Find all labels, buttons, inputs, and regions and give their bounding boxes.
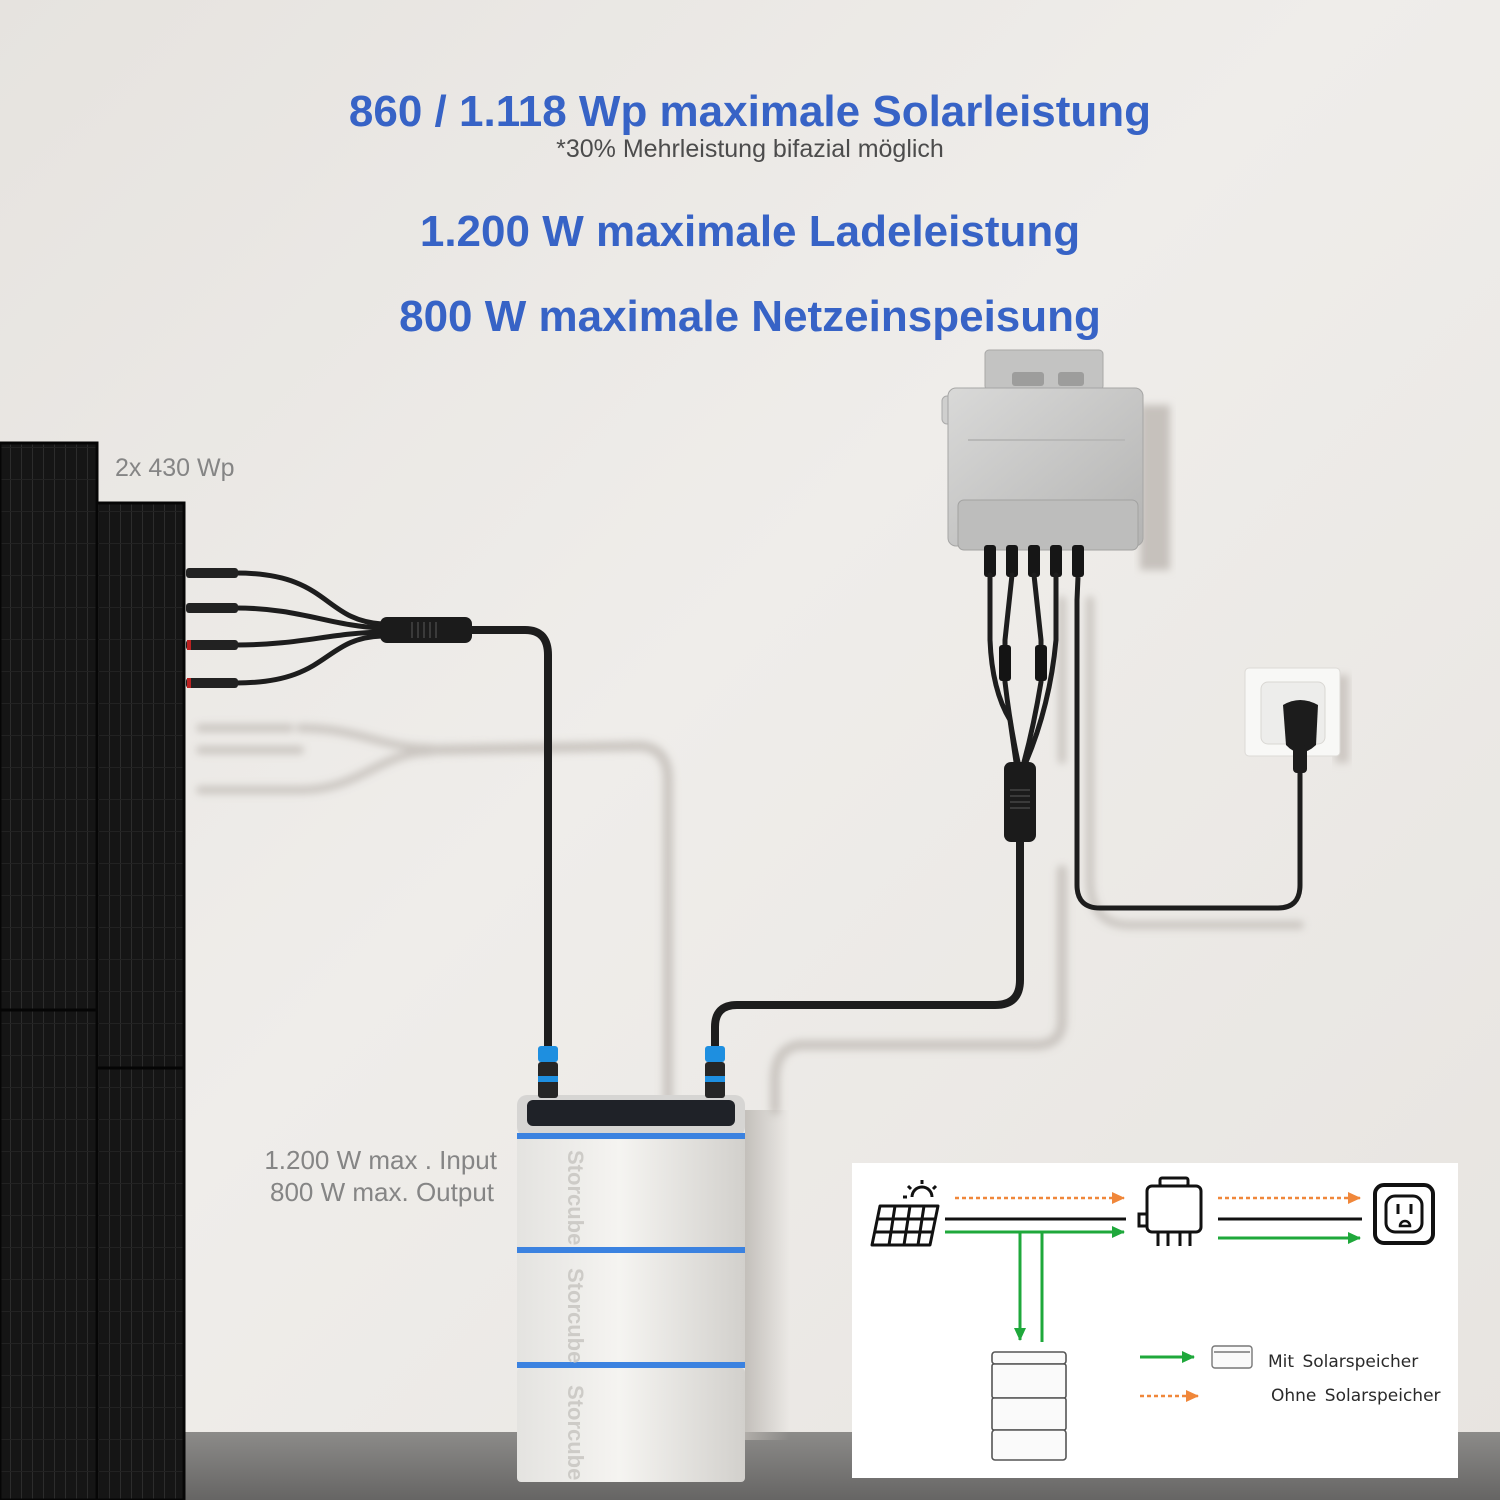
micro-inverter bbox=[941, 349, 1144, 577]
panel-connector bbox=[186, 603, 238, 613]
outlet-icon bbox=[1373, 1183, 1435, 1245]
panel-connector bbox=[186, 568, 238, 578]
legend-with-storage-label: Mit Solarspeicher bbox=[1268, 1352, 1419, 1372]
grid-cable bbox=[1074, 576, 1303, 911]
headline-charge-power: 1.200 W maximale Ladeleistung bbox=[419, 207, 1081, 256]
pv-y-connector bbox=[380, 617, 472, 643]
pv-cables bbox=[233, 570, 385, 686]
pv-main-cable bbox=[470, 626, 552, 1048]
battery-stack: Storcube Storcube Storcube bbox=[517, 1095, 745, 1482]
svg-text:Storcube: Storcube bbox=[563, 1385, 588, 1480]
flow-diagram bbox=[852, 1163, 1458, 1478]
battery-shadow bbox=[745, 1110, 790, 1440]
headline-feed-in-power: 800 W maximale Netzeinspeisung bbox=[399, 292, 1101, 341]
headline-solar-power: 860 / 1.118 Wp maximale Solarleistung bbox=[348, 87, 1152, 136]
battery-module: Storcube bbox=[517, 1368, 745, 1482]
inline-connector bbox=[1035, 645, 1047, 681]
inverter-shadow bbox=[1140, 405, 1170, 570]
battery-ac-cable bbox=[711, 842, 1024, 1048]
battery-output-label: 800 W max. Output bbox=[270, 1177, 494, 1207]
legend-battery-icon bbox=[1211, 1345, 1253, 1369]
inverter-cables bbox=[987, 572, 1059, 765]
solar-panel-front bbox=[95, 501, 186, 1500]
panel-connector bbox=[186, 678, 238, 688]
solar-panel-rear bbox=[0, 441, 99, 1500]
panel-count-label: 2x 430 Wp bbox=[115, 454, 235, 482]
solar-panel-icon bbox=[870, 1180, 940, 1247]
headline-bifacial-note: *30% Mehrleistung bifazial möglich bbox=[556, 135, 944, 163]
inline-connector bbox=[999, 645, 1011, 681]
battery-connectors bbox=[538, 1046, 725, 1098]
battery-module: Storcube bbox=[517, 1253, 745, 1368]
battery-module: Storcube bbox=[517, 1139, 745, 1253]
battery-icon bbox=[991, 1351, 1067, 1461]
legend-without-storage-label: Ohne Solarspeicher bbox=[1271, 1386, 1441, 1406]
ac-y-connector bbox=[1004, 762, 1036, 842]
cable-shadows bbox=[196, 596, 1304, 1115]
panel-connector bbox=[186, 640, 238, 650]
inverter-icon bbox=[1137, 1176, 1203, 1246]
svg-text:Storcube: Storcube bbox=[563, 1150, 588, 1245]
battery-input-label: 1.200 W max . Input bbox=[264, 1145, 497, 1175]
panel-connectors bbox=[186, 568, 238, 688]
plug bbox=[1283, 700, 1318, 773]
svg-text:Storcube: Storcube bbox=[563, 1268, 588, 1363]
